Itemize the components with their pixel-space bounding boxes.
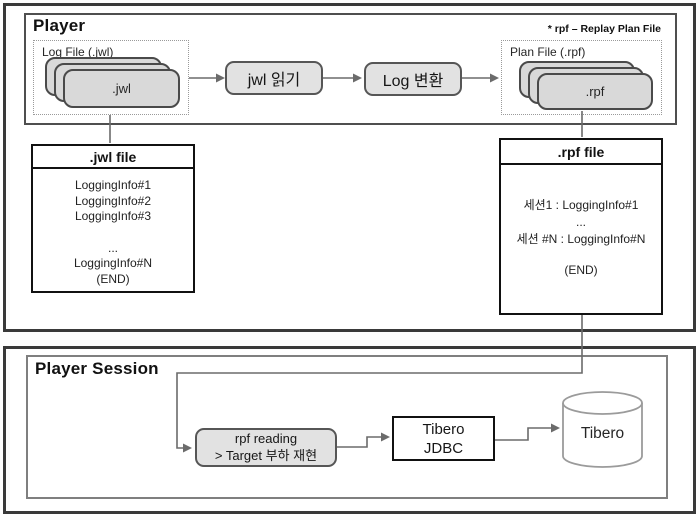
rpf-file-detail-box: .rpf file 세션1 : LoggingInfo#1 ... 세션 #N … (499, 138, 663, 315)
logging-line: LoggingInfo#2 (74, 193, 152, 208)
rpf-card-label: .rpf (585, 84, 605, 99)
jwl-read-step: jwl 읽기 (225, 61, 323, 95)
rpf-reading-step: rpf reading > Target 부하 재현 (195, 428, 337, 467)
logging-line: LoggingInfo#3 (74, 209, 152, 223)
logging-line: ... (107, 240, 118, 255)
rpf-file-detail-title: .rpf file (501, 140, 661, 165)
log-convert-step: Log 변환 (364, 62, 462, 96)
player-session-title: Player Session (35, 359, 159, 378)
plan-file-group-label: Plan File (.rpf) (510, 45, 586, 59)
jwl-file-detail-title: .jwl file (33, 146, 193, 169)
tibero-jdbc-line2: JDBC (423, 439, 464, 457)
logging-line: (END) (96, 271, 130, 286)
tibero-database-label: Tibero (580, 425, 625, 442)
rpf-card-front: .rpf (537, 73, 653, 110)
log-convert-step-label: Log 변환 (382, 73, 444, 90)
session-line: 세션1 : LoggingInfo#1 (523, 198, 639, 212)
jwl-read-step-label: jwl 읽기 (247, 72, 301, 89)
plan-file-group: Plan File (.rpf) .rpf (501, 40, 662, 115)
session-line: ... (575, 215, 586, 229)
session-line: 세션 #N : LoggingInfo#N (516, 232, 646, 246)
jwl-card-front: .jwl (63, 69, 180, 108)
rpf-file-detail-body: 세션1 : LoggingInfo#1 ... 세션 #N : LoggingI… (501, 165, 661, 279)
rpf-reading-step-line1: rpf reading (234, 431, 298, 446)
jwl-card-label: .jwl (112, 81, 131, 96)
logging-line: LoggingInfo#1 (74, 178, 152, 192)
log-file-group: Log File (.jwl) .jwl (33, 40, 189, 115)
player-section-title: Player (33, 16, 86, 35)
jwl-file-detail-box: .jwl file LoggingInfo#1 LoggingInfo#2 Lo… (31, 144, 195, 293)
jwl-file-detail-body: LoggingInfo#1 LoggingInfo#2 LoggingInfo#… (33, 169, 193, 287)
log-file-group-label: Log File (.jwl) (42, 45, 114, 59)
rpf-reading-step-line2: > Target 부하 재현 (214, 447, 318, 463)
rpf-note: * rpf – Replay Plan File (547, 23, 661, 35)
logging-line: LoggingInfo#N (73, 256, 153, 270)
session-end-line: (END) (564, 263, 598, 277)
tibero-jdbc-line1: Tibero (422, 420, 465, 438)
tibero-jdbc-box: Tibero JDBC (392, 416, 495, 461)
